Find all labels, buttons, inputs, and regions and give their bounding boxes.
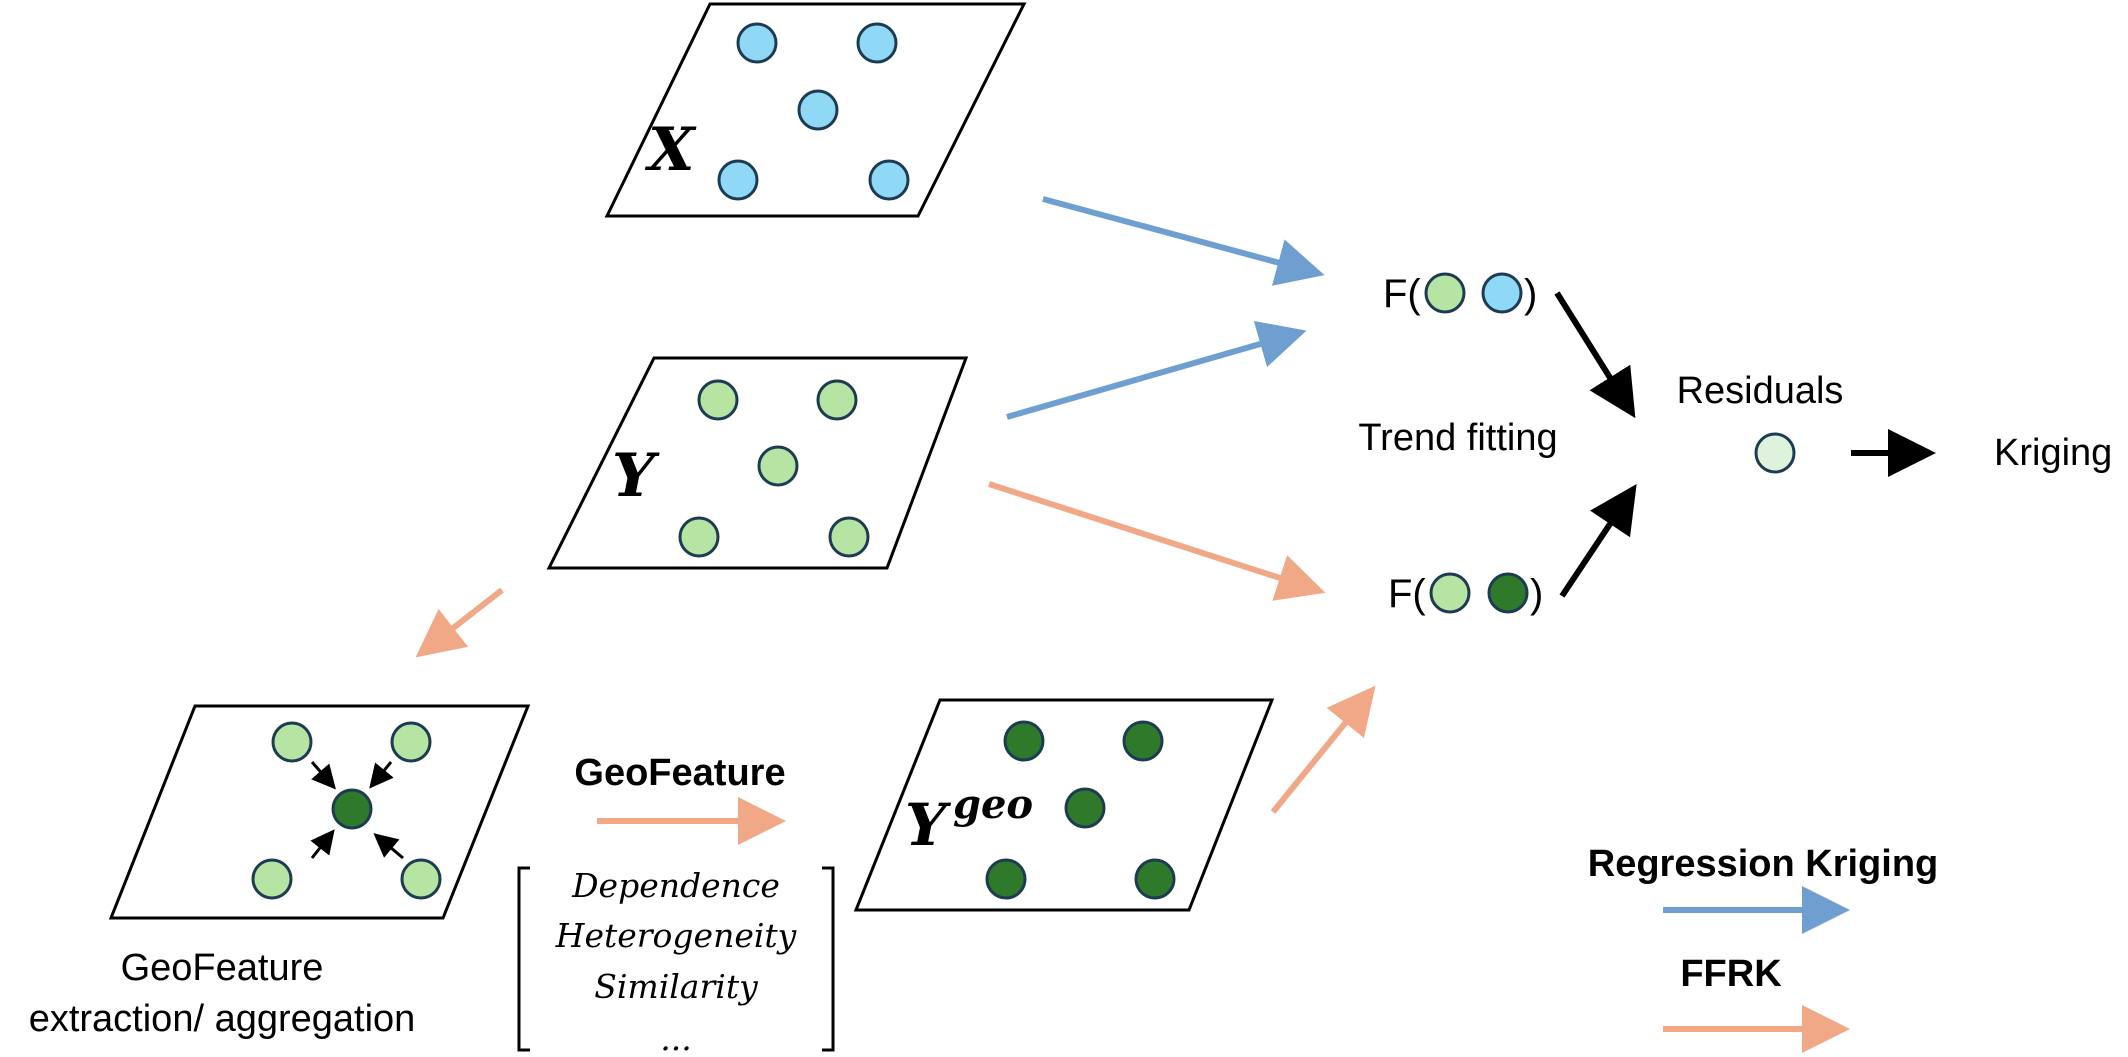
- y-point: [757, 445, 799, 487]
- feature-similarity: Similarity: [594, 967, 758, 1006]
- y-point: [400, 858, 442, 900]
- extraction-plane: [108, 704, 531, 920]
- x-plane: X: [604, 2, 1027, 218]
- x-point: [856, 22, 898, 64]
- geo-point: [331, 788, 373, 830]
- aggregation-arrow: [369, 761, 394, 789]
- feature-ellipsis: ...: [660, 1019, 691, 1057]
- y-point: [251, 858, 293, 900]
- aggregation-arrow: [310, 761, 336, 790]
- y-point: [828, 516, 870, 558]
- feature-matrix: Dependence Heterogeneity Similarity ...: [517, 866, 835, 1057]
- left-bracket: [517, 866, 530, 1052]
- kriging-label: Kriging: [1994, 432, 2112, 474]
- y-point: [1429, 572, 1471, 614]
- y-point: [678, 516, 720, 558]
- aggregation-arrow: [373, 833, 404, 860]
- aggregation-arrow: [310, 829, 335, 859]
- y-to-ffrk-fitting-arrow: [988, 481, 1326, 601]
- feature-dependence: Dependence: [571, 866, 780, 905]
- legend-ffrk-label: FFRK: [1680, 953, 1782, 995]
- legend-regression-kriging-label: Regression Kriging: [1588, 843, 1939, 885]
- x-point: [1481, 272, 1523, 314]
- f-open: F(: [1383, 272, 1421, 316]
- x-point: [797, 89, 839, 131]
- y-point: [390, 721, 432, 763]
- x-point: [736, 22, 778, 64]
- f-close: ): [1530, 572, 1543, 616]
- y-geo-plane: Y geo: [853, 698, 1275, 912]
- fitting-to-residuals-arrow: [1554, 291, 1636, 419]
- y-plane-symbol: Y: [612, 441, 660, 511]
- f-open: F(: [1388, 572, 1426, 616]
- y-geo-superscript: geo: [953, 781, 1033, 828]
- right-bracket: [822, 866, 835, 1052]
- legend: Regression Kriging FFRK: [1588, 843, 1939, 1053]
- y-point: [1424, 272, 1466, 314]
- y-to-fitting-arrow: [1006, 320, 1307, 420]
- geo-point: [985, 858, 1027, 900]
- y-plane: Y: [546, 356, 969, 570]
- residual-point: [1754, 432, 1796, 474]
- geo-point: [1134, 858, 1176, 900]
- extraction-plane-parallelogram: [108, 704, 531, 920]
- y-geo-to-fitting-arrow: [1270, 685, 1376, 814]
- feature-heterogeneity: Heterogeneity: [555, 916, 797, 955]
- ffrk-fitting-function: F( ): [1388, 572, 1543, 616]
- geo-point: [1487, 572, 1529, 614]
- f-close: ): [1524, 272, 1537, 316]
- fitting-to-residuals-arrow: [1559, 484, 1637, 598]
- x-point: [868, 159, 910, 201]
- trend-fitting-label: Trend fitting: [1358, 417, 1557, 459]
- y-point: [697, 379, 739, 421]
- y-geo-symbol: Y: [905, 791, 952, 859]
- y-point: [816, 379, 858, 421]
- x-plane-symbol: X: [644, 115, 697, 185]
- geo-point: [1064, 787, 1106, 829]
- x-to-fitting-arrow: [1042, 196, 1325, 286]
- extraction-label-line1: GeoFeature: [121, 947, 324, 989]
- extraction-label-line2: extraction/ aggregation: [29, 998, 416, 1040]
- y-plane-parallelogram: [546, 356, 969, 570]
- y-point: [271, 721, 313, 763]
- regression-fitting-function: F( ): [1383, 272, 1537, 316]
- y-to-extraction-arrow: [415, 587, 504, 658]
- geo-point: [1122, 720, 1164, 762]
- geo-point: [1003, 720, 1045, 762]
- x-point: [717, 159, 759, 201]
- residuals-label: Residuals: [1677, 370, 1844, 412]
- y-geo-plane-parallelogram: [853, 698, 1275, 912]
- geofeature-arrow-label: GeoFeature: [574, 752, 785, 794]
